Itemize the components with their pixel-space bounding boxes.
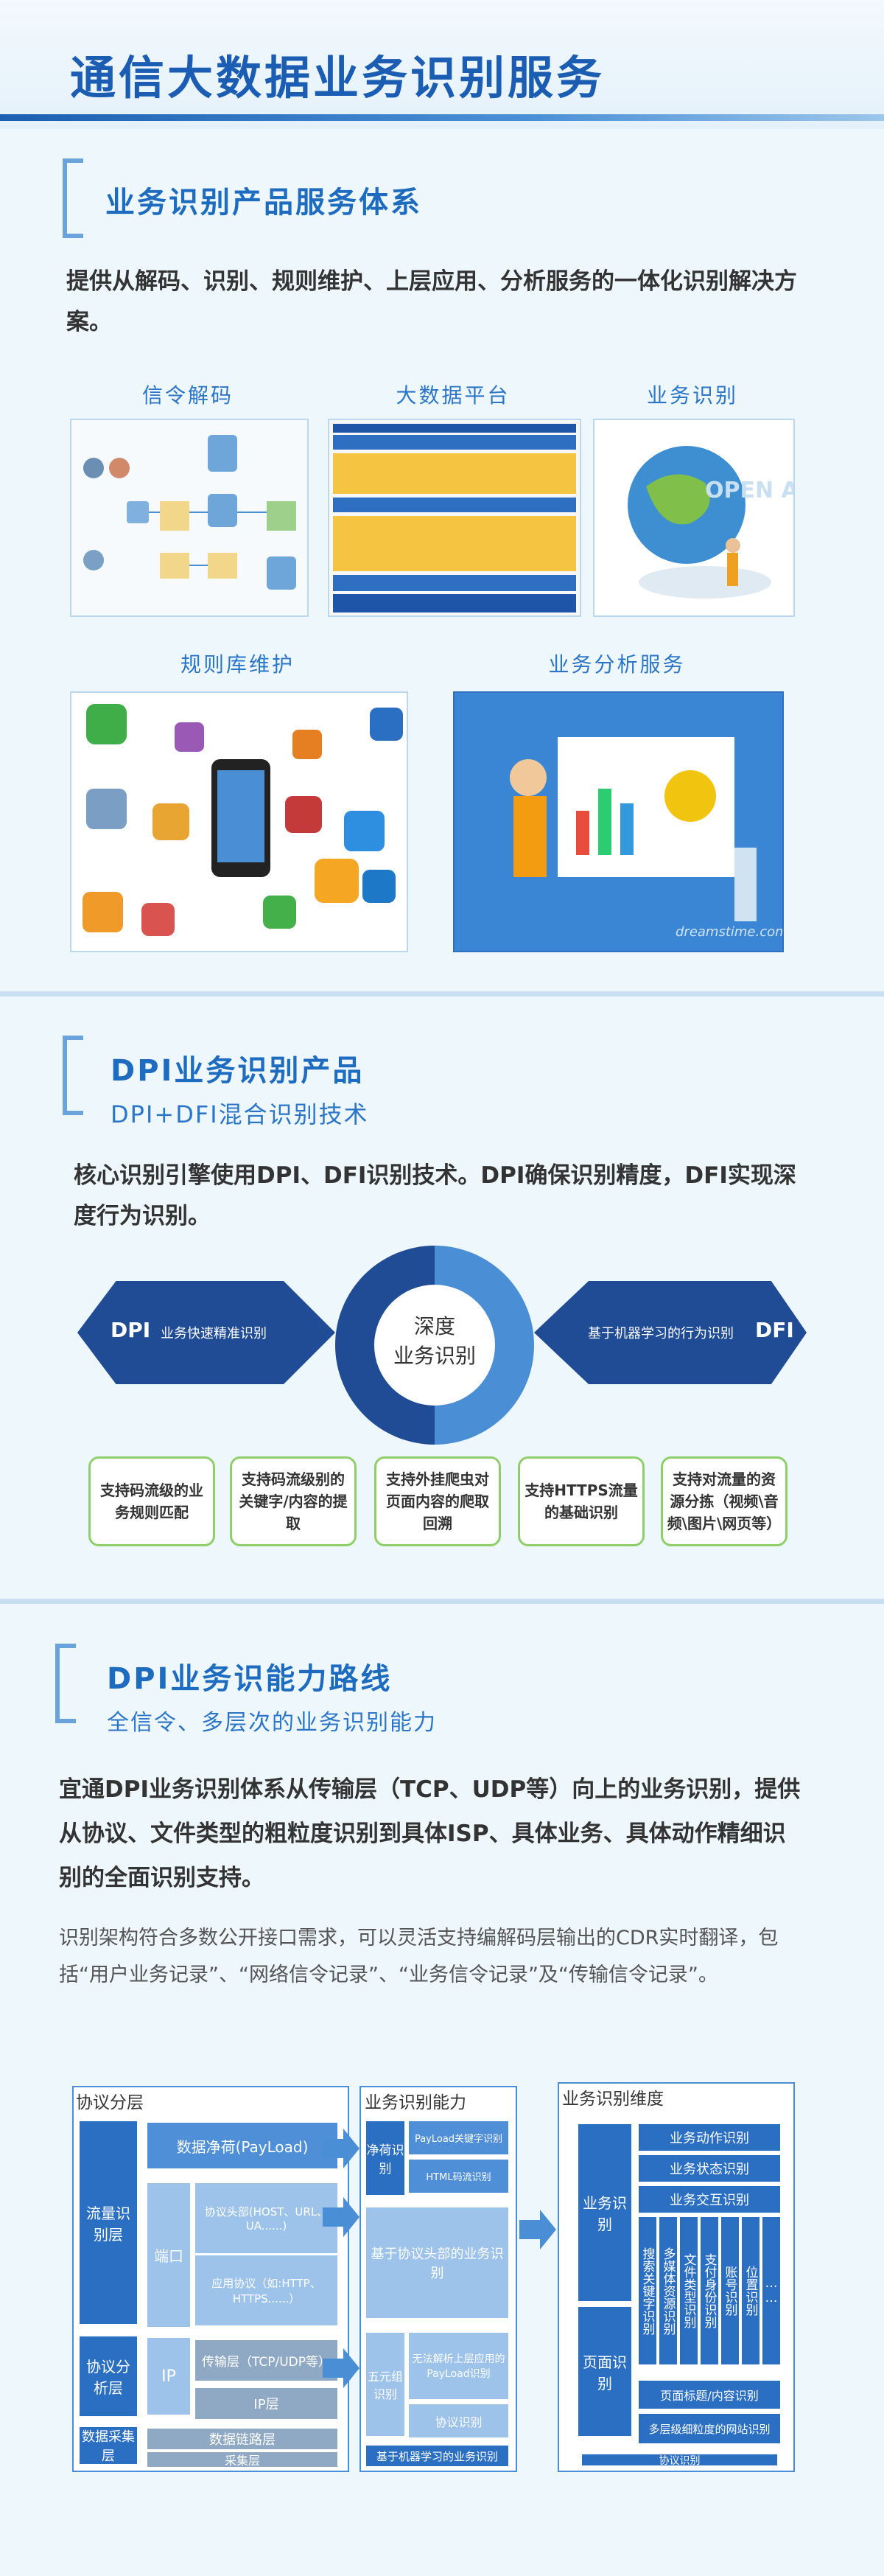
caption-signal-decode: 信令解码 — [141, 383, 234, 408]
dfi-arrow — [534, 1281, 807, 1384]
section-subheading: DPI+DFI混合识别技术 — [110, 1100, 369, 1128]
dpi-desc: 业务快速精准识别 — [161, 1326, 267, 1341]
ip-box: IP — [147, 2338, 190, 2415]
center-line1: 深度 — [413, 1314, 455, 1338]
center-line2: 业务识别 — [393, 1344, 476, 1368]
dimension-column: 位置识别 — [742, 2217, 760, 2364]
app-icons-collage — [71, 693, 407, 951]
panel-title: 业务识别能力 — [365, 2093, 466, 2112]
open-api-image: OPEN API — [593, 419, 795, 617]
feature-card: 支持HTTPS流量的基础识别 — [518, 1456, 645, 1546]
section-lead: 核心识别引擎使用DPI、DFI识别技术。DPI确保识别精度，DFI实现深度行为识… — [74, 1162, 796, 1229]
transport-box: 传输层（TCP/UDP等） — [195, 2340, 337, 2381]
bigdata-platform-diagram — [329, 420, 580, 615]
dimension-column: 支付身份识别 — [701, 2217, 718, 2364]
feature-card: 支持外挂爬虫对页面内容的爬取回溯 — [374, 1456, 501, 1546]
page-title-box: 页面标题/内容识别 — [639, 2381, 780, 2409]
signal-decode-diagram — [71, 420, 307, 615]
header-bar — [0, 0, 884, 129]
protocol-layer: 协议分析层 — [80, 2336, 137, 2416]
ip-layer-box: IP层 — [195, 2388, 337, 2419]
arrow-group — [323, 2129, 359, 2388]
dimension-column: 文件类型识别 — [680, 2217, 698, 2364]
caption-bigdata: 大数据平台 — [396, 383, 511, 408]
flow-layer: 流量识别层 — [80, 2121, 137, 2324]
section-lead: 提供从解码、识别、规则维护、上层应用、分析服务的一体化识别解决方案。 — [66, 268, 797, 335]
collect-layer: 数据采集层 — [80, 2427, 137, 2464]
section-bracket — [55, 1644, 76, 1723]
section-divider — [0, 991, 884, 996]
title-underline — [0, 114, 884, 121]
bigdata-platform-image — [328, 419, 581, 617]
action-id-box: 业务动作识别 — [639, 2124, 780, 2151]
dpi-label: DPI — [110, 1318, 151, 1342]
header-id-box: 基于协议头部的业务识别 — [366, 2207, 508, 2318]
caption-rule-base: 规则库维护 — [180, 652, 295, 677]
dimension-column: 账号识别 — [721, 2217, 739, 2364]
keyword-id-box: PayLoad关键字识别 — [409, 2121, 508, 2154]
section-bracket — [63, 1036, 83, 1115]
biz-id-box: 业务识别 — [578, 2124, 631, 2301]
feature-card: 支持码流级别的关键字/内容的提取 — [230, 1456, 357, 1546]
payload-id-box: 净荷识别 — [366, 2121, 404, 2195]
dimension-column: 搜索关键字识别 — [639, 2217, 656, 2364]
dpi-arrow — [77, 1281, 335, 1384]
watermark-text: dreamstime.com — [676, 924, 782, 940]
center-ring — [335, 1246, 534, 1445]
port-box: 端口 — [147, 2183, 190, 2327]
dimension-column: …… — [762, 2217, 780, 2364]
app-icons-image — [70, 691, 408, 952]
state-id-box: 业务状态识别 — [639, 2155, 780, 2182]
proto-id-box: 协议识别 — [409, 2404, 508, 2437]
open-api-illustration: OPEN API — [594, 420, 793, 615]
payload-box: 数据净荷(PayLoad) — [147, 2123, 337, 2168]
capture-box: 采集层 — [147, 2452, 337, 2468]
feature-card: 支持对流量的资源分拣（视频\音频\图片\网页等） — [661, 1456, 787, 1546]
section-lead: 宜通DPI业务识别体系从传输层（TCP、UDP等）向上的业务识别，提供从协议、文… — [59, 1776, 801, 1891]
analysis-image: dreamstime.com — [453, 691, 784, 952]
section-bracket — [63, 158, 83, 238]
dfi-label: DFI — [755, 1318, 794, 1342]
five-tuple-box: 五元组识别 — [366, 2333, 404, 2436]
interact-id-box: 业务交互识别 — [639, 2186, 780, 2213]
caption-analysis: 业务分析服务 — [548, 652, 686, 677]
page-title: 通信大数据业务识别服务 — [70, 51, 606, 105]
page-id-box: 页面识别 — [578, 2307, 631, 2436]
protocol-id-box: 协议识别 — [582, 2454, 777, 2467]
no-parse-box: 无法解析上层应用的PayLoad识别 — [409, 2333, 508, 2399]
html-id-box: HTML码流识别 — [409, 2160, 508, 2193]
ml-id-box: 基于机器学习的业务识别 — [366, 2446, 508, 2466]
section-heading: 业务识别产品服务体系 — [105, 186, 422, 220]
dfi-desc: 基于机器学习的行为识别 — [588, 1326, 734, 1341]
api-text: OPEN API — [705, 478, 793, 503]
section-heading: DPI业务识能力路线 — [107, 1662, 393, 1696]
caption-biz-id: 业务识别 — [646, 383, 738, 408]
section-heading: DPI业务识别产品 — [110, 1054, 365, 1088]
analysis-illustration: dreamstime.com — [455, 693, 782, 951]
section-divider — [0, 1599, 884, 1604]
app-proto-box: 应用协议（如:HTTP、HTTPS......） — [195, 2255, 337, 2325]
signal-decode-image — [70, 419, 309, 617]
header-proto-box: 协议头部(HOST、URL、UA......) — [195, 2183, 337, 2253]
panel-title: 协议分层 — [76, 2093, 144, 2112]
datalink-box: 数据链路层 — [147, 2429, 337, 2449]
section-subheading: 全信令、多层次的业务识别能力 — [107, 1710, 437, 1736]
panel-title: 业务识别维度 — [562, 2090, 664, 2109]
site-box: 多层级细粒度的网站识别 — [639, 2414, 780, 2443]
dimension-column: 多媒体资源识别 — [659, 2217, 677, 2364]
section-paragraph: 识别架构符合多数公开接口需求，可以灵活支持编解码层输出的CDR实时翻译，包括“用… — [59, 1927, 779, 1986]
arrow-right-dimension — [519, 2210, 556, 2249]
feature-card: 支持码流级的业务规则匹配 — [88, 1456, 215, 1546]
